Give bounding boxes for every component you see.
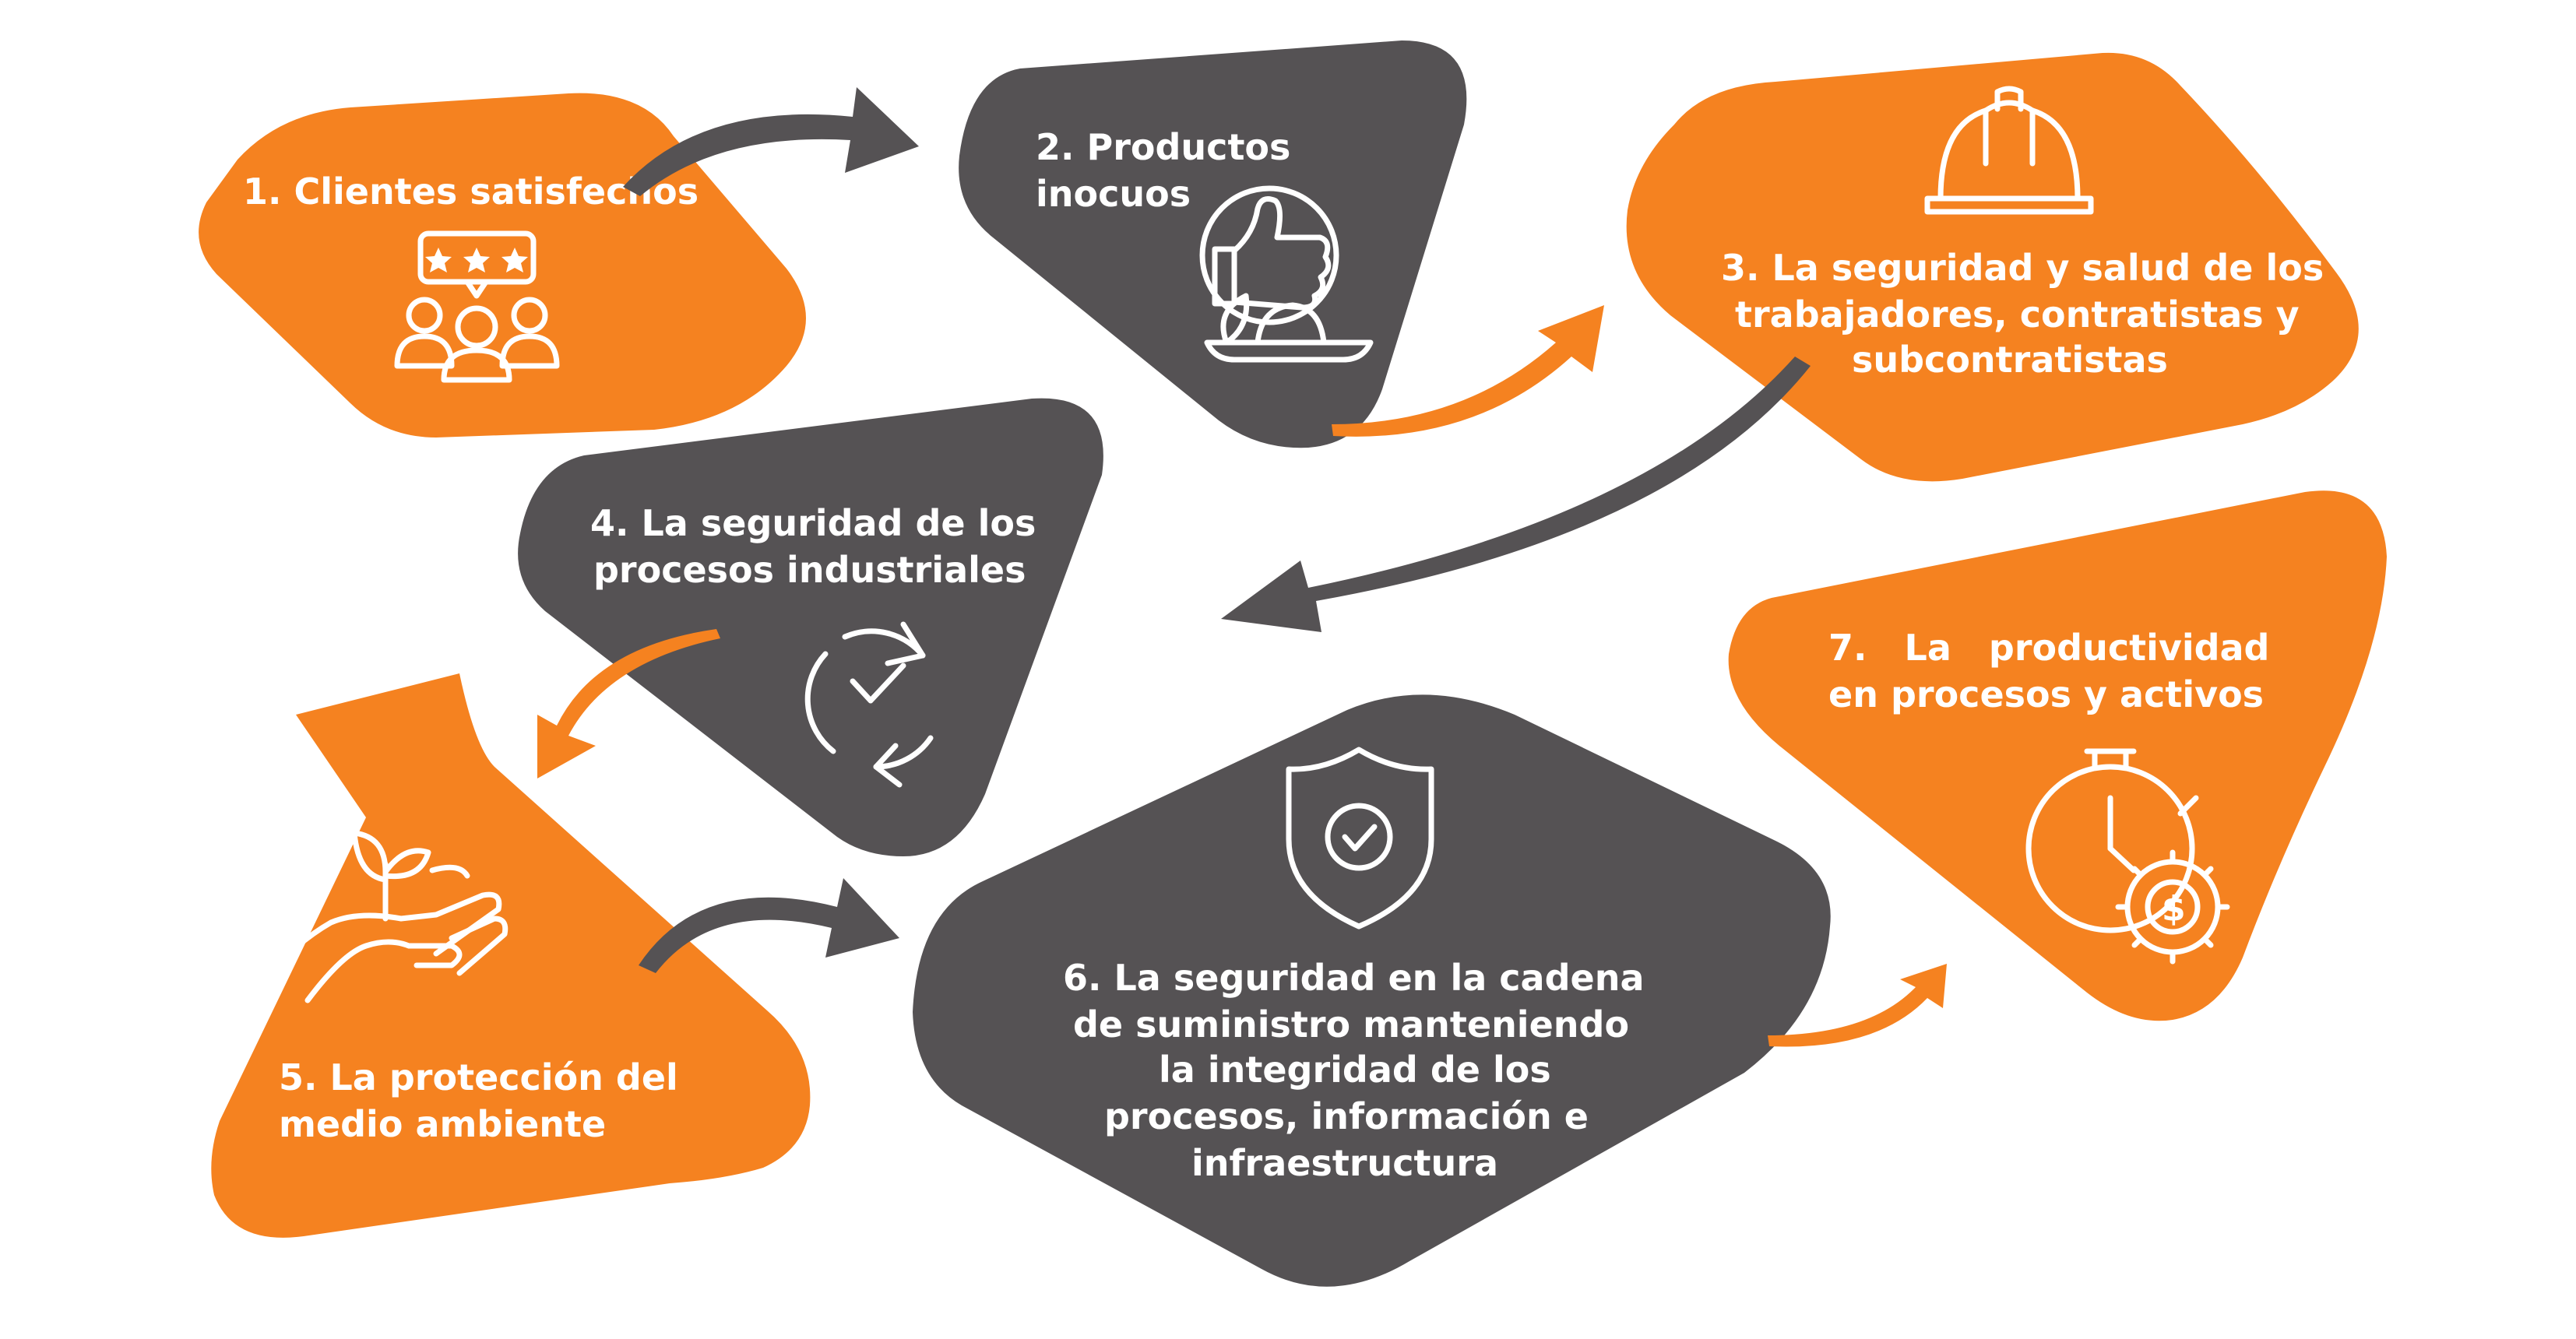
step-6-line-5: infraestructura bbox=[1191, 1142, 1498, 1184]
step-2-line-1: 2. Productos bbox=[1036, 126, 1290, 168]
step-3-line-1: 3. La seguridad y salud de los bbox=[1721, 247, 2324, 289]
step-6-line-4: procesos, información e bbox=[1104, 1095, 1589, 1137]
step-1-line-1: 1. Clientes satisfechos bbox=[243, 170, 699, 213]
step-2-label: 2. Productos inocuos bbox=[1036, 126, 1303, 215]
step-6-shape bbox=[913, 694, 1831, 1287]
step-5-line-2: medio ambiente bbox=[279, 1103, 606, 1145]
arrow-1-to-2 bbox=[623, 87, 919, 196]
step-5-line-1: 5. La protección del bbox=[279, 1056, 678, 1098]
step-4-label: 4. La seguridad de los procesos industri… bbox=[590, 502, 1048, 591]
step-7-shape bbox=[1728, 490, 2387, 1021]
step-4-line-2: procesos industriales bbox=[593, 549, 1026, 591]
step-2-productos-inocuos: 2. Productos inocuos bbox=[959, 40, 1467, 448]
step-4-shape bbox=[518, 398, 1103, 856]
step-3-seguridad-salud: 3. La seguridad y salud de los trabajado… bbox=[1626, 52, 2359, 482]
step-3-label: 3. La seguridad y salud de los trabajado… bbox=[1721, 247, 2336, 381]
step-6-cadena-suministro: 6. La seguridad en la cadena de suminist… bbox=[913, 694, 1831, 1287]
shield-check-icon bbox=[1286, 747, 1434, 930]
step-3-line-3: subcontratistas bbox=[1852, 339, 2168, 381]
stopwatch-dollar-icon: $ bbox=[2025, 748, 2230, 965]
step-7-line-2: en procesos y activos bbox=[1828, 673, 2264, 715]
step-2-line-2: inocuos bbox=[1036, 173, 1191, 215]
step-7-productividad: $ 7. La productividad en procesos y acti… bbox=[1728, 490, 2387, 1021]
step-5-proteccion-ambiente: 5. La protección del medio ambiente bbox=[211, 673, 811, 1238]
refresh-check-icon bbox=[804, 621, 934, 788]
arrow-6-to-7 bbox=[1768, 964, 1947, 1047]
step-6-line-3: la integridad de los bbox=[1159, 1049, 1551, 1091]
step-6-line-2: de suministro manteniendo bbox=[1073, 1003, 1629, 1046]
step-4-seguridad-procesos: 4. La seguridad de los procesos industri… bbox=[518, 398, 1103, 856]
arrow-5-to-6 bbox=[639, 878, 899, 973]
step-6-line-1: 6. La seguridad en la cadena bbox=[1063, 957, 1645, 999]
svg-text:$: $ bbox=[2162, 889, 2186, 929]
step-3-line-2: trabajadores, contratistas y bbox=[1735, 293, 2300, 336]
thumbs-up-food-icon bbox=[1199, 185, 1374, 363]
hard-hat-icon bbox=[1924, 86, 2094, 215]
arrow-3-to-4 bbox=[1221, 357, 1811, 632]
step-2-shape bbox=[959, 40, 1467, 448]
customer-rating-icon bbox=[394, 230, 560, 383]
step-5-shape bbox=[211, 673, 811, 1238]
step-7-line-1: 7. La productividad bbox=[1828, 627, 2270, 669]
hand-plant-icon bbox=[273, 830, 509, 1003]
arrow-2-to-3 bbox=[1332, 305, 1604, 437]
step-7-label: 7. La productividad en procesos y activo… bbox=[1828, 627, 2282, 715]
step-6-label: 6. La seguridad en la cadena de suminist… bbox=[1063, 957, 1657, 1184]
step-4-line-1: 4. La seguridad de los bbox=[590, 502, 1036, 544]
step-3-shape bbox=[1626, 52, 2359, 482]
step-1-label: 1. Clientes satisfechos bbox=[243, 170, 699, 213]
arrow-4-to-5 bbox=[537, 629, 720, 778]
step-5-label: 5. La protección del medio ambiente bbox=[279, 1056, 691, 1145]
